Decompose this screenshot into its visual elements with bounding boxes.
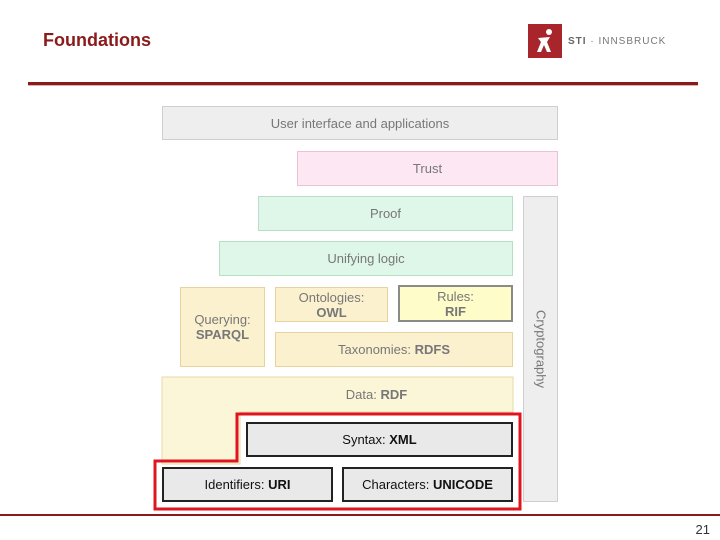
layer-identifiers-value: URI	[268, 477, 291, 492]
layer-identifiers: Identifiers: URI	[162, 467, 333, 502]
footer-divider	[0, 514, 720, 516]
layer-trust: Trust	[297, 151, 558, 186]
layer-taxonomies-value: RDFS	[414, 342, 450, 357]
layer-querying: Querying: SPARQL	[180, 287, 265, 367]
layer-rules-value: RIF	[445, 303, 466, 319]
layer-syntax-label: Syntax:	[342, 432, 386, 447]
slide-title: Foundations	[43, 30, 151, 50]
sti-innsbruck-logo: STI · INNSBRUCK	[528, 24, 678, 60]
header-divider-shadow	[28, 85, 698, 86]
layer-proof: Proof	[258, 196, 513, 231]
layer-syntax: Syntax: XML	[246, 422, 513, 457]
layer-data-value: RDF	[380, 387, 408, 402]
layer-proof-label: Proof	[369, 206, 402, 221]
layer-rules: Rules: RIF	[398, 285, 513, 322]
layer-characters: Characters: UNICODE	[342, 467, 513, 502]
header-divider	[28, 82, 698, 85]
layer-ui-applications: User interface and applications	[162, 106, 558, 140]
layer-rules-label: Rules:	[437, 288, 474, 304]
layer-querying-value: SPARQL	[195, 327, 250, 342]
logo-text-strong: STI	[568, 36, 587, 47]
layer-taxonomies-label: Taxonomies:	[338, 342, 411, 357]
logo-text: STI · INNSBRUCK	[568, 36, 666, 47]
logo-mark-icon	[528, 24, 562, 58]
layer-trust-label: Trust	[412, 161, 443, 176]
layer-syntax-value: XML	[389, 432, 417, 447]
layer-identifiers-label: Identifiers:	[204, 477, 265, 492]
layer-unifying-logic: Unifying logic	[219, 241, 513, 276]
logo-text-rest: · INNSBRUCK	[586, 36, 667, 47]
layer-characters-value: UNICODE	[432, 477, 493, 492]
layer-cryptography	[523, 196, 558, 502]
layer-ontologies-value: OWL	[316, 304, 347, 320]
layer-data: Data: RDF	[240, 377, 513, 412]
layer-querying-label: Querying:	[194, 312, 251, 327]
page-number: 21	[695, 522, 710, 537]
layer-data-label: Data:	[345, 387, 377, 402]
layer-ui-applications-label: User interface and applications	[270, 115, 450, 131]
layer-unifying-logic-label: Unifying logic	[327, 251, 405, 266]
layer-ontologies-label: Ontologies:	[298, 289, 365, 305]
layer-ontologies: Ontologies: OWL	[275, 287, 388, 322]
layer-taxonomies: Taxonomies: RDFS	[275, 332, 513, 367]
layer-characters-label: Characters:	[362, 477, 430, 492]
